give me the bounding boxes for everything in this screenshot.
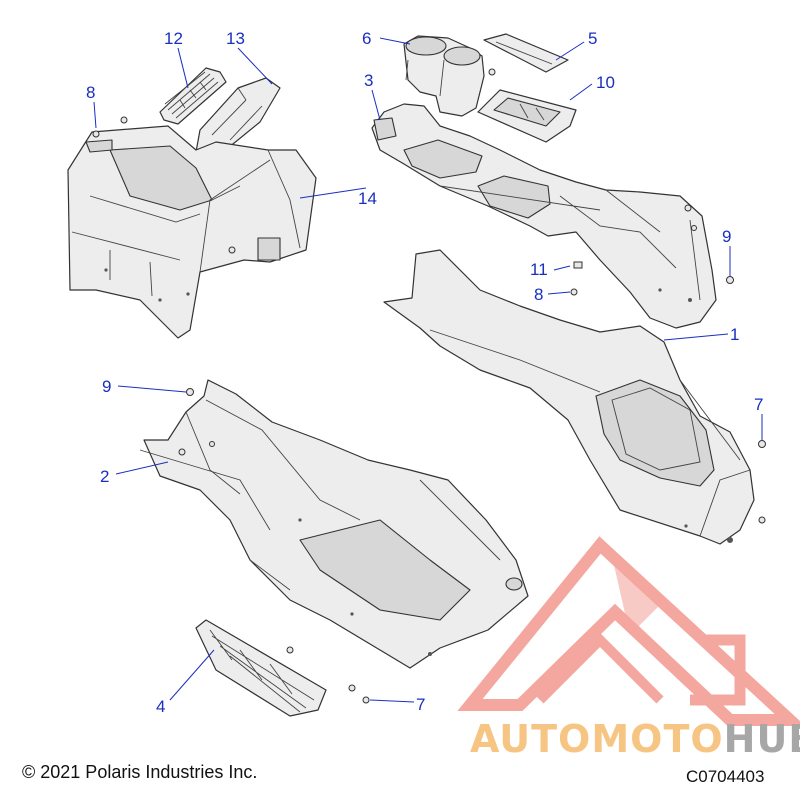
fastener-group xyxy=(92,116,766,448)
callout-5: 5 xyxy=(588,29,597,48)
part-6-cupholder xyxy=(403,35,485,117)
copyright-notice: © 2021 Polaris Industries Inc. xyxy=(22,762,258,782)
callout-2: 2 xyxy=(100,467,109,486)
fastener-group-lower xyxy=(286,646,370,704)
callout-12: 12 xyxy=(164,29,183,48)
callout-7-right: 7 xyxy=(754,395,763,414)
diagram-code: C0704403 xyxy=(686,767,765,786)
callout-numbers: 12 13 8 14 6 5 3 10 9 11 8 1 7 9 2 4 7 xyxy=(86,29,763,716)
callout-3: 3 xyxy=(364,71,373,90)
callout-1: 1 xyxy=(730,325,739,344)
part-2-lower-panel xyxy=(139,379,529,669)
part-14-rear-console xyxy=(67,125,317,339)
callout-13: 13 xyxy=(226,29,245,48)
callout-9-right: 9 xyxy=(722,227,731,246)
watermark-text: AUTOMOTOHUB xyxy=(470,717,800,761)
watermark-logo: AUTOMOTOHUB xyxy=(457,536,800,761)
callout-6: 6 xyxy=(362,29,371,48)
part-1-side-panel xyxy=(383,249,766,545)
callout-8-center: 8 xyxy=(534,285,543,304)
part-12-grille xyxy=(159,67,227,125)
part-10-shifter-bezel xyxy=(477,89,577,143)
callout-8-top-left: 8 xyxy=(86,83,95,102)
part-3-center-console xyxy=(371,103,717,329)
part-4-lower-grille xyxy=(195,619,327,717)
callout-14: 14 xyxy=(358,189,377,208)
fastener xyxy=(488,68,496,76)
callout-11: 11 xyxy=(530,260,548,279)
callout-10: 10 xyxy=(596,73,615,92)
leader-lines xyxy=(93,37,763,703)
callout-9-left: 9 xyxy=(102,377,111,396)
callout-7-bottom: 7 xyxy=(416,695,425,714)
watermark-text-part1: AUTOMOTO xyxy=(470,717,724,761)
part-5-trim-plate xyxy=(483,33,569,73)
watermark-text-part2: HUB xyxy=(724,717,800,761)
callout-4: 4 xyxy=(156,697,165,716)
